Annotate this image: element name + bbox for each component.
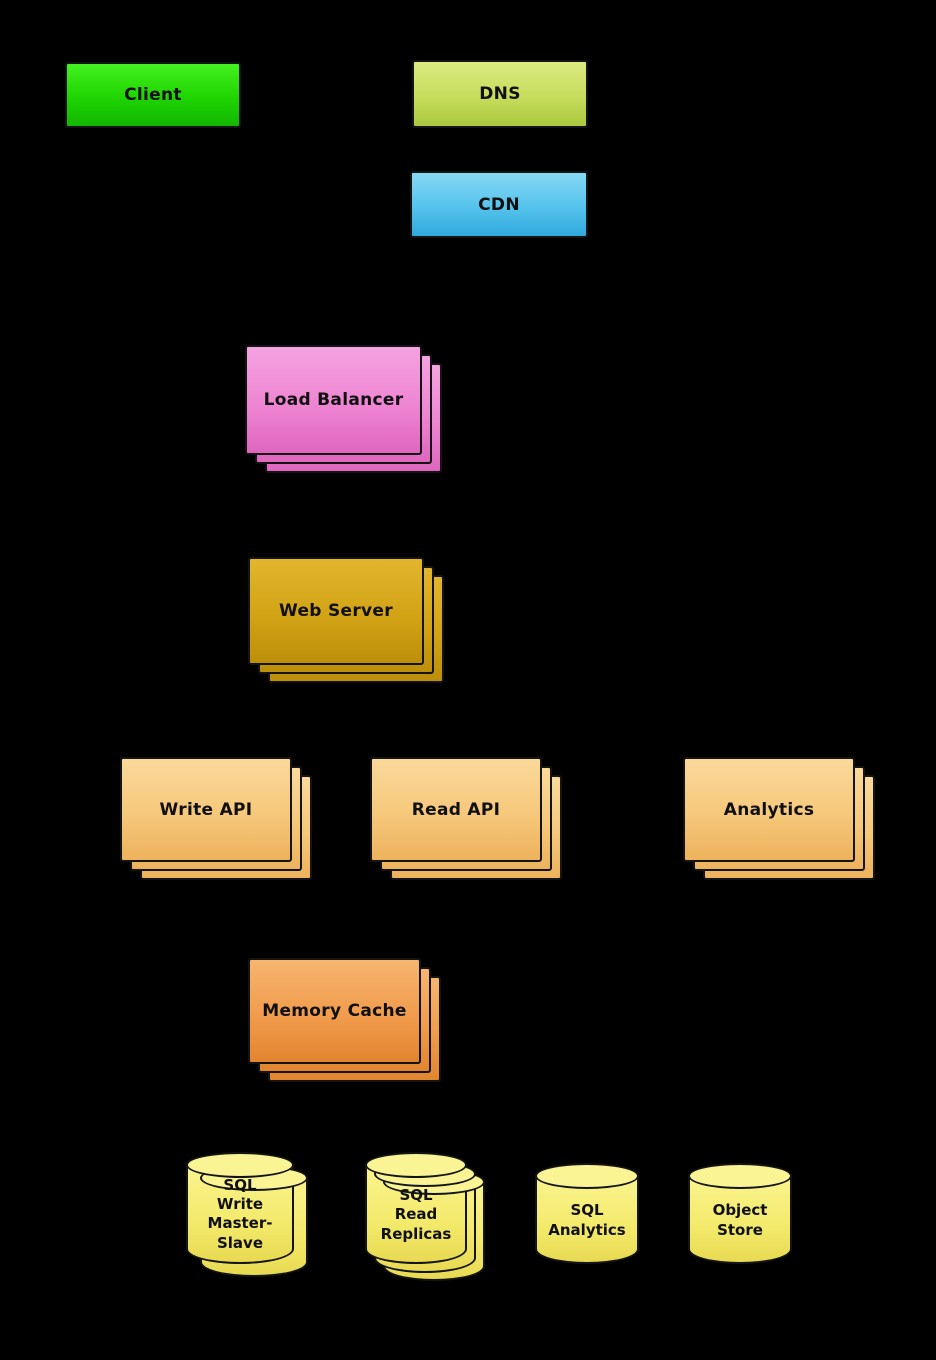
node-analytics-label: Analytics [723, 799, 815, 820]
node-sql-write-master-slave-label: SQL Write Master- Slave [207, 1176, 273, 1252]
node-dns-box: DNS [412, 60, 588, 128]
node-object-store: Object Store [688, 1163, 792, 1264]
node-object-store-label: Object Store [712, 1201, 768, 1239]
node-memory-cache: Memory Cache [248, 958, 441, 1082]
cylinder-top [688, 1163, 792, 1189]
node-cdn-label: CDN [478, 194, 520, 215]
cylinder-front: SQL Analytics [535, 1163, 639, 1264]
node-memory-cache-box: Memory Cache [248, 958, 421, 1064]
node-read-api: Read API [370, 757, 562, 880]
cylinder-top [365, 1152, 467, 1178]
node-analytics: Analytics [683, 757, 875, 880]
cylinder-front: Object Store [688, 1163, 792, 1264]
node-web-server-label: Web Server [279, 601, 393, 621]
node-sql-analytics: SQL Analytics [535, 1163, 639, 1264]
node-client-label: Client [124, 85, 182, 105]
node-web-server-box: Web Server [248, 557, 424, 665]
node-sql-read-replicas: SQL Read Replicas [365, 1152, 485, 1281]
node-write-api: Write API [120, 757, 312, 880]
node-dns: DNS [412, 60, 588, 128]
node-sql-write-master-slave: SQL Write Master- Slave [186, 1152, 308, 1277]
node-read-api-label: Read API [411, 799, 501, 820]
node-dns-label: DNS [479, 84, 521, 104]
node-sql-analytics-label: SQL Analytics [548, 1201, 626, 1239]
node-cdn-box: CDN [410, 171, 588, 238]
node-web-server: Web Server [248, 557, 444, 683]
cylinder-body [535, 1176, 639, 1264]
node-analytics-box: Analytics [683, 757, 855, 862]
node-memory-cache-label: Memory Cache [262, 1001, 407, 1021]
node-cdn: CDN [410, 171, 588, 238]
cylinder-top [535, 1163, 639, 1189]
node-client: Client [65, 62, 241, 128]
cylinder-front: SQL Write Master- Slave [186, 1152, 294, 1264]
node-load-balancer-box: Load Balancer [245, 345, 422, 455]
node-write-api-box: Write API [120, 757, 292, 862]
node-sql-read-replicas-label: SQL Read Replicas [380, 1186, 452, 1243]
node-load-balancer-label: Load Balancer [263, 390, 404, 410]
node-write-api-label: Write API [159, 799, 253, 820]
cylinder-body [688, 1176, 792, 1264]
cylinder-front: SQL Read Replicas [365, 1152, 467, 1264]
node-read-api-box: Read API [370, 757, 542, 862]
node-client-box: Client [65, 62, 241, 128]
cylinder-top [186, 1152, 294, 1178]
node-load-balancer: Load Balancer [245, 345, 442, 473]
